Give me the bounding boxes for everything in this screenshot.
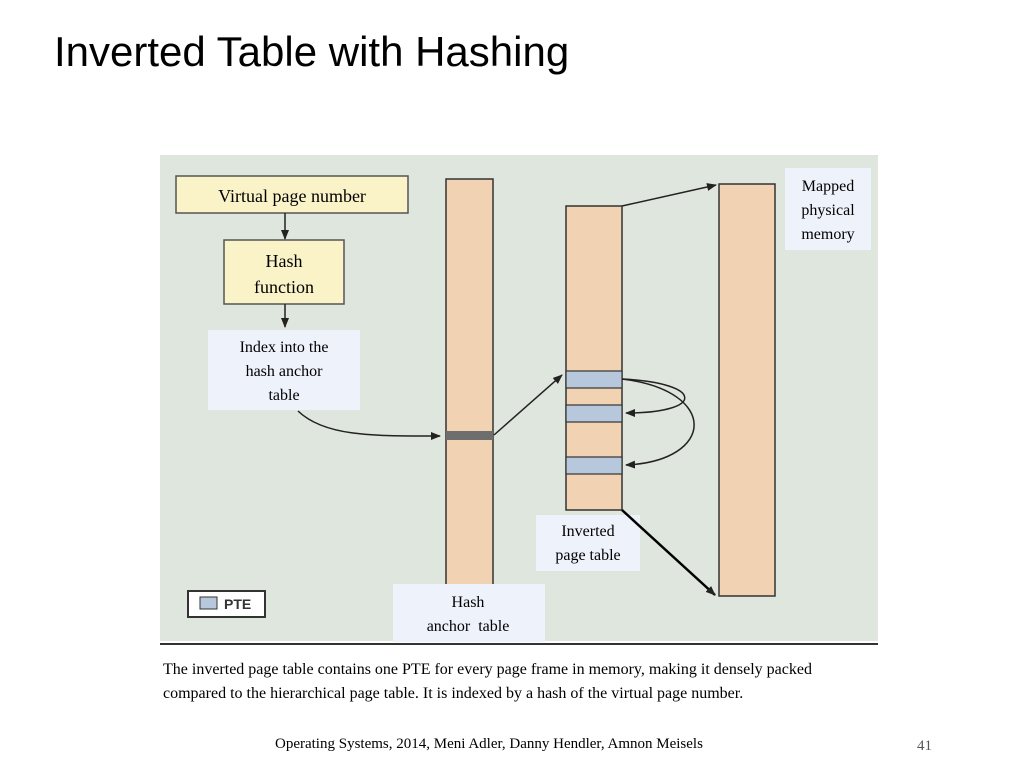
hash-anchor-label-line1: Hash [452, 594, 485, 611]
index-label-line3: table [268, 387, 299, 404]
slide-title: Inverted Table with Hashing [54, 28, 570, 75]
hash-anchor-label-line2: anchor table [427, 618, 510, 635]
inverted-table-label-line2: page table [555, 547, 620, 564]
inverted-table-diagram: Virtual page number Hash function Index … [160, 155, 878, 645]
inverted-pte-1 [565, 370, 623, 389]
physical-memory-label-line3: memory [801, 226, 854, 243]
chain-arrow-1 [621, 378, 686, 417]
physical-memory-column [718, 183, 776, 597]
index-label-line2: hash anchor [246, 363, 324, 380]
page-number: 41 [917, 738, 932, 754]
virtual-page-number-box [175, 175, 409, 214]
inverted-pte-2 [565, 404, 623, 423]
index-to-anchor-arrow [297, 410, 441, 441]
physical-memory-label-box [785, 168, 871, 250]
chain-arrow-2 [621, 378, 695, 469]
inverted-to-memory-top-arrow [621, 183, 717, 207]
hash-function-label-line2: function [254, 277, 314, 297]
physical-memory-label-line2: physical [801, 202, 855, 219]
pte-legend-label: PTE [224, 596, 251, 612]
pte-legend-swatch [199, 596, 218, 610]
anchor-to-inverted-arrow [493, 374, 563, 436]
physical-memory-label-line1: Mapped [802, 178, 854, 195]
inverted-table-label-box [536, 515, 640, 571]
hash-function-label-line1: Hash [266, 251, 303, 271]
inverted-pte-3 [565, 456, 623, 475]
hash-anchor-label-box [393, 584, 545, 642]
index-label-box [208, 330, 360, 410]
hash-anchor-table-column [445, 178, 494, 602]
index-label-line1: Index into the [240, 339, 329, 356]
hash-anchor-entry [446, 431, 493, 440]
slide-footer: Operating Systems, 2014, Meni Adler, Dan… [275, 736, 703, 752]
virtual-page-number-label: Virtual page number [218, 186, 366, 206]
inverted-table-label-line1: Inverted [561, 523, 614, 540]
hash-function-box [223, 239, 345, 305]
inverted-to-memory-bottom-arrow [621, 509, 716, 596]
slide-caption: The inverted page table contains one PTE… [163, 661, 812, 702]
